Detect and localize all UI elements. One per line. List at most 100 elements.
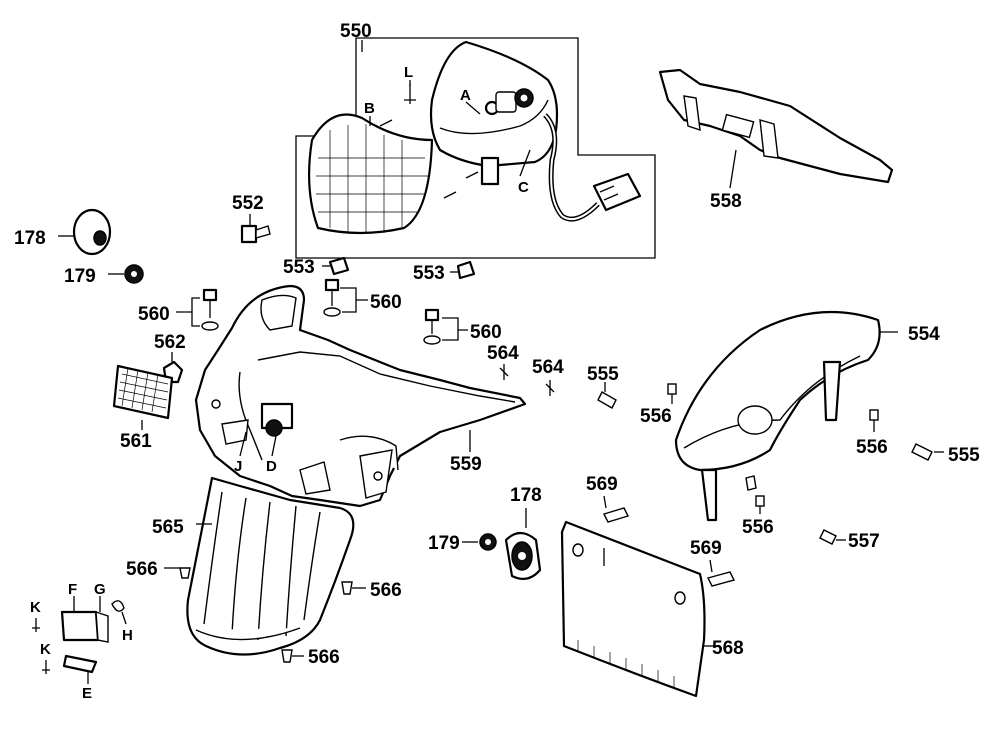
label-560-mid: 560: [370, 292, 402, 313]
small-bracket-assembly: [32, 596, 127, 684]
bracket-clip: [721, 113, 755, 139]
label-E: E: [82, 685, 92, 702]
letter-labels: A B C L D J F G H K K E: [30, 64, 529, 702]
bulb-socket: [495, 91, 517, 113]
label-564-left: 564: [487, 343, 519, 364]
bracket-f: [60, 610, 100, 642]
label-565: 565: [152, 517, 184, 538]
label-555-left: 555: [587, 364, 619, 385]
clip-h: [111, 600, 125, 612]
screw-566b: [341, 581, 353, 595]
reflector-left-group: [58, 208, 144, 284]
screw-564a: [499, 364, 509, 380]
label-561: 561: [120, 431, 152, 452]
bolt-560-set: [176, 278, 468, 345]
label-556-right: 556: [856, 437, 888, 458]
label-C: C: [518, 179, 529, 196]
bracket-e: [62, 654, 98, 674]
license-plate-568: [560, 520, 720, 698]
label-B: B: [364, 100, 375, 117]
label-L: L: [404, 64, 413, 81]
label-564-right: 564: [532, 357, 564, 378]
label-557: 557: [848, 531, 880, 552]
rear-fender-559: [194, 284, 527, 508]
clip-556b: [869, 409, 879, 421]
clip-556a: [667, 383, 677, 395]
mudguard-stay-left: [700, 468, 718, 522]
clip-553-left: [328, 256, 350, 276]
label-554: 554: [908, 324, 940, 345]
label-550: 550: [340, 21, 372, 42]
mudguard-554: [674, 310, 898, 522]
label-555-right: 555: [948, 445, 980, 466]
bracket-body: [658, 68, 894, 184]
lens-texture: [316, 124, 428, 233]
screw-b: [379, 119, 393, 127]
bolt-head: [240, 224, 258, 244]
label-569-bottom: 569: [690, 538, 722, 559]
label-559: 559: [450, 454, 482, 475]
bolt-552: [240, 214, 271, 244]
mudguard-body: [674, 310, 881, 472]
lower-fender-565: [186, 476, 355, 656]
bolt-555b: [911, 443, 933, 461]
rear-bracket: [658, 68, 894, 189]
lower-fender-body: [186, 476, 355, 656]
reflector-center-group: [462, 508, 542, 581]
bracket-ribs: [683, 95, 779, 159]
label-179-center: 179: [428, 533, 460, 554]
reflector-cap-left: [72, 208, 112, 256]
harness-connector: [592, 172, 642, 212]
screw-566c: [281, 649, 293, 663]
screw-k2: [42, 660, 50, 674]
label-562: 562: [154, 332, 186, 353]
housing-mount-stud: [480, 156, 500, 186]
part-labels: 550 558 178 179 552 553 553 560 560 560 …: [14, 21, 980, 668]
bolt-560a-head: [202, 288, 218, 302]
screw-569a: [603, 507, 629, 523]
label-566-right: 566: [370, 580, 402, 601]
screw-557: [819, 529, 837, 545]
fender-body: [194, 284, 527, 508]
label-A: A: [460, 87, 471, 104]
mudguard-hole: [737, 405, 773, 435]
license-plate-body: [560, 520, 706, 698]
reflector-561: [112, 364, 174, 430]
clip-553-right: [456, 260, 476, 280]
label-569-top: 569: [586, 474, 618, 495]
label-179-left: 179: [64, 266, 96, 287]
mudguard-stay-right: [822, 360, 842, 422]
label-560-right: 560: [470, 322, 502, 343]
screw-c: [443, 171, 479, 199]
label-K-top: K: [30, 599, 41, 616]
screw-569b: [706, 571, 736, 587]
label-566-left: 566: [126, 559, 158, 580]
label-556-bottom: 556: [742, 517, 774, 538]
label-K-bottom: K: [40, 641, 51, 658]
label-553-right: 553: [413, 263, 445, 284]
tail-light-assembly: [295, 37, 656, 259]
label-552: 552: [232, 193, 264, 214]
clip-556c: [755, 495, 765, 507]
label-H: H: [122, 627, 133, 644]
tail-light-lens: [308, 113, 434, 235]
label-178-left: 178: [14, 228, 46, 249]
label-558: 558: [710, 191, 742, 212]
label-F: F: [68, 581, 77, 598]
label-566-bottom: 566: [308, 647, 340, 668]
label-556-left: 556: [640, 406, 672, 427]
bolt-555a: [597, 391, 617, 409]
screw-564b: [545, 380, 555, 396]
label-553-left: 553: [283, 257, 315, 278]
label-568: 568: [712, 638, 744, 659]
housing-inner-edge: [439, 99, 549, 135]
screw-k1: [32, 618, 40, 632]
label-J: J: [234, 458, 242, 475]
label-560-left: 560: [138, 304, 170, 325]
label-G: G: [94, 581, 106, 598]
screw-566a: [179, 567, 191, 579]
screw-l: [404, 84, 416, 104]
label-D: D: [266, 458, 277, 475]
